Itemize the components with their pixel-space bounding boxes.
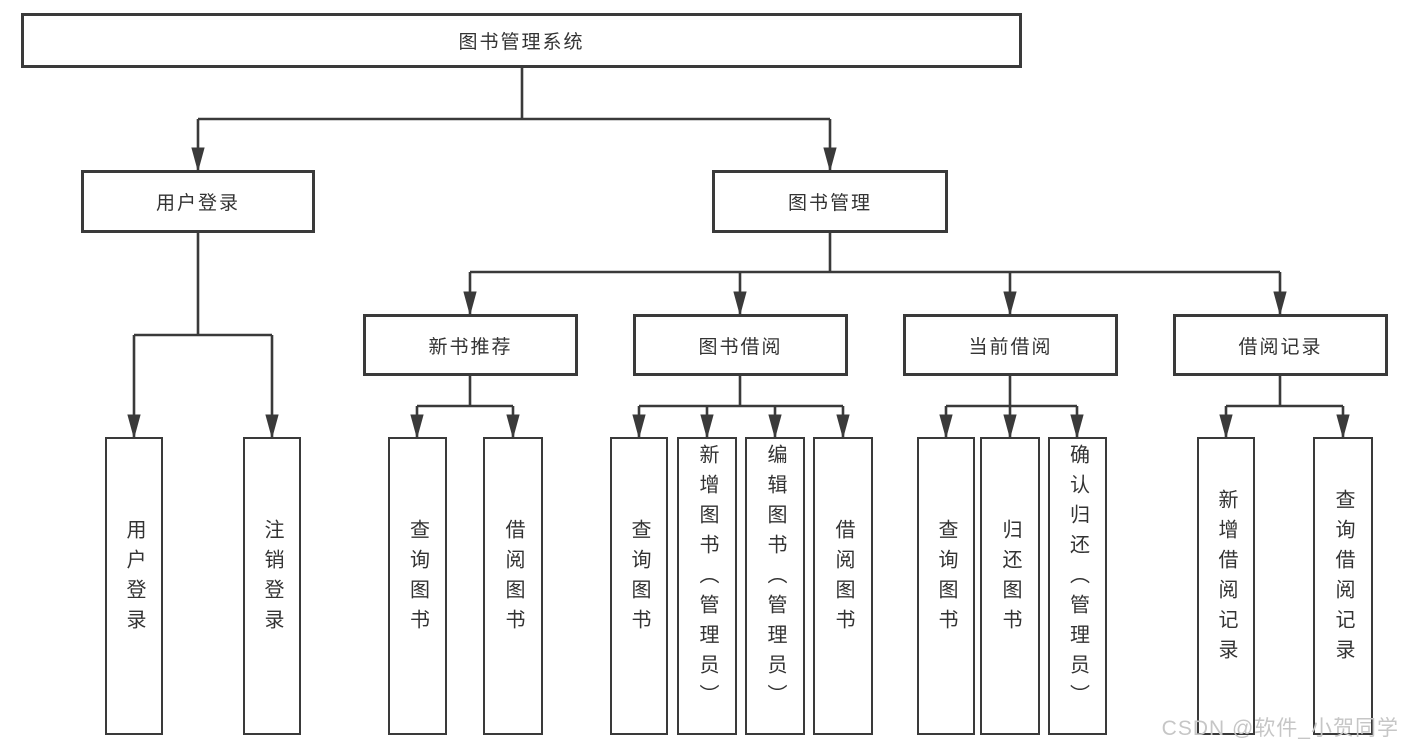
node-book-borrowing: 图书借阅 bbox=[633, 314, 848, 376]
node-new-book-recommendation: 新书推荐 bbox=[363, 314, 578, 376]
node-book-management: 图书管理 bbox=[712, 170, 948, 233]
leaf-label: 查询借阅记录 bbox=[1332, 489, 1354, 669]
node-user-login: 用户登录 bbox=[81, 170, 315, 233]
leaf-label: 用户登录 bbox=[123, 519, 145, 639]
leaf-records-add-borrow-record: 新增借阅记录 bbox=[1197, 437, 1255, 735]
leaf-records-query-borrow-record: 查询借阅记录 bbox=[1313, 437, 1373, 735]
leaf-label: 编辑图书（管理员） bbox=[764, 444, 786, 714]
leaf-label: 查询图书 bbox=[406, 519, 429, 639]
leaf-label: 确认归还（管理员） bbox=[1066, 444, 1089, 714]
leaf-current-query-book: 查询图书 bbox=[917, 437, 975, 735]
leaf-label: 归还图书 bbox=[999, 519, 1021, 639]
node-label: 新书推荐 bbox=[428, 336, 513, 358]
node-label: 图书借阅 bbox=[698, 336, 783, 358]
leaf-label: 查询图书 bbox=[935, 519, 957, 639]
connector-skeleton bbox=[134, 68, 1343, 408]
node-label: 借阅记录 bbox=[1238, 336, 1323, 358]
leaf-current-confirm-return-admin: 确认归还（管理员） bbox=[1048, 437, 1107, 735]
connector-arrows bbox=[134, 119, 1343, 437]
node-label: 图书管理 bbox=[787, 193, 872, 214]
leaf-label: 借阅图书 bbox=[502, 519, 524, 639]
leaf-label: 新增图书（管理员） bbox=[696, 444, 718, 714]
leaf-label: 新增借阅记录 bbox=[1215, 489, 1237, 669]
leaf-borrowing-add-book-admin: 新增图书（管理员） bbox=[677, 437, 737, 735]
leaf-label: 借阅图书 bbox=[832, 519, 854, 639]
node-label: 图书管理系统 bbox=[458, 32, 585, 53]
leaf-label: 注销登录 bbox=[261, 519, 283, 639]
leaf-label: 查询图书 bbox=[628, 519, 650, 639]
watermark-text: CSDN @软件_小贺同学 bbox=[1161, 717, 1399, 740]
leaf-recommend-query-book: 查询图书 bbox=[388, 437, 447, 735]
node-borrowing-records: 借阅记录 bbox=[1173, 314, 1388, 376]
leaf-logout: 注销登录 bbox=[243, 437, 301, 735]
leaf-borrowing-edit-book-admin: 编辑图书（管理员） bbox=[745, 437, 805, 735]
node-label: 用户登录 bbox=[155, 193, 240, 214]
leaf-current-return-book: 归还图书 bbox=[980, 437, 1040, 735]
leaf-borrowing-borrow-book: 借阅图书 bbox=[813, 437, 873, 735]
leaf-recommend-borrow-book: 借阅图书 bbox=[483, 437, 543, 735]
node-label: 当前借阅 bbox=[968, 336, 1053, 358]
node-library-system: 图书管理系统 bbox=[21, 13, 1022, 68]
leaf-borrowing-query-book: 查询图书 bbox=[610, 437, 668, 735]
node-current-borrowing: 当前借阅 bbox=[903, 314, 1118, 376]
leaf-user-login: 用户登录 bbox=[105, 437, 163, 735]
